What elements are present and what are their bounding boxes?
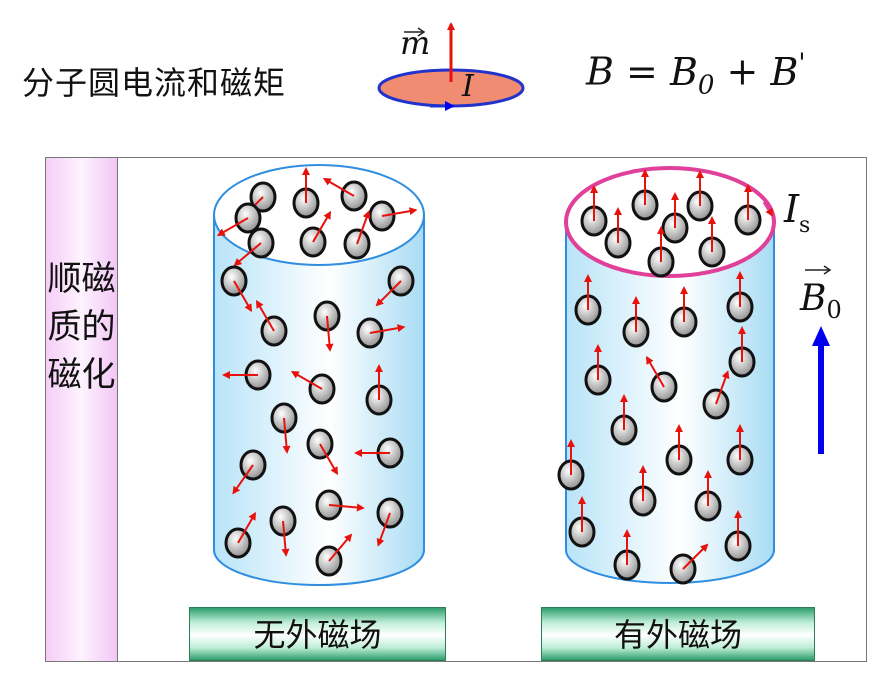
molecule-loop-icon [315, 489, 365, 521]
molecule-loop-icon [306, 428, 339, 476]
molecule-loop-icon [726, 424, 754, 476]
cylinder-no-field [213, 164, 425, 586]
molecule-loop-icon [645, 355, 678, 403]
molecule-loop-icon [629, 465, 657, 517]
molecule-loop-icon [365, 364, 393, 416]
cylinder-with-field [557, 166, 776, 585]
molecule-loop-icon [631, 169, 659, 221]
molecule-loop-icon [315, 533, 353, 577]
molecule-loop-icon [574, 274, 602, 326]
molecule-loop-icon [557, 439, 585, 491]
side-label: 顺磁质的磁化 [47, 259, 116, 395]
molecule-loop-icon [299, 210, 332, 258]
molecule-loop-icon [354, 437, 404, 469]
molecule-loop-icon [376, 497, 404, 547]
molecule-loop-icon [233, 227, 275, 267]
molecule-loop-icon [734, 184, 762, 236]
molecule-loop-icon [220, 265, 253, 313]
molecule-loop-icon [613, 529, 641, 581]
molecule-loop-icon [584, 344, 612, 396]
magnetic-field-formula: B = B0 + B' [586, 48, 806, 100]
side-band [45, 157, 118, 662]
molecule-loop-icon [610, 394, 638, 446]
caption-with-field: 有外磁场 [541, 607, 815, 661]
molecule-loop-icon [232, 449, 267, 495]
molecule-loop-icon [698, 216, 726, 268]
molecule-loop-icon [292, 167, 320, 219]
molecule-loop-icon [694, 470, 722, 522]
moment-symbol: m [400, 24, 430, 62]
molecule-loop-icon [665, 424, 693, 476]
formula-bprime: B' [770, 48, 806, 94]
molecule-loop-icon [255, 299, 288, 347]
molecule-loop-icon [222, 359, 272, 391]
molecule-loop-icon [702, 370, 730, 420]
molecule-loop-icon [580, 185, 608, 237]
header-title: 分子圆电流和磁矩 [22, 64, 287, 102]
formula-equals: = [626, 49, 658, 94]
molecule-loop-icon [269, 505, 297, 557]
molecule-loop-icon [568, 496, 596, 548]
molecule-loop-icon [622, 296, 650, 348]
molecule-loop-icon [669, 543, 709, 585]
current-loop-icon: m I [377, 22, 525, 111]
formula-b: B [586, 49, 614, 94]
field-label: B0 [799, 278, 842, 324]
molecule-loop-icon [604, 207, 632, 259]
molecule-loop-icon [726, 271, 754, 323]
molecule-loop-icon [356, 317, 406, 349]
caption-no-field: 无外磁场 [189, 607, 446, 661]
molecule-loop-icon [224, 511, 257, 559]
molecule-loop-icon [661, 192, 689, 244]
molecule-loop-icon [322, 177, 368, 212]
molecule-loop-icon [686, 170, 714, 222]
formula-plus: + [726, 49, 759, 94]
current-symbol: I [461, 69, 475, 104]
molecule-loop-icon [724, 510, 752, 562]
surface-current-label: Is [783, 187, 810, 238]
external-field-indicator: B0 [799, 265, 842, 454]
molecule-loop-icon [670, 286, 698, 338]
formula-b0: B0 [669, 49, 715, 101]
molecule-loop-icon [647, 226, 675, 278]
molecule-loop-icon [290, 370, 336, 405]
molecule-loop-icon [270, 402, 298, 454]
field-arrow-head [812, 326, 830, 346]
molecule-loop-icon [728, 326, 756, 378]
molecule-loop-icon [216, 202, 262, 237]
molecule-loop-icon [375, 265, 415, 307]
molecule-loop-icon [313, 300, 341, 352]
molecule-loop-icon [343, 210, 371, 260]
